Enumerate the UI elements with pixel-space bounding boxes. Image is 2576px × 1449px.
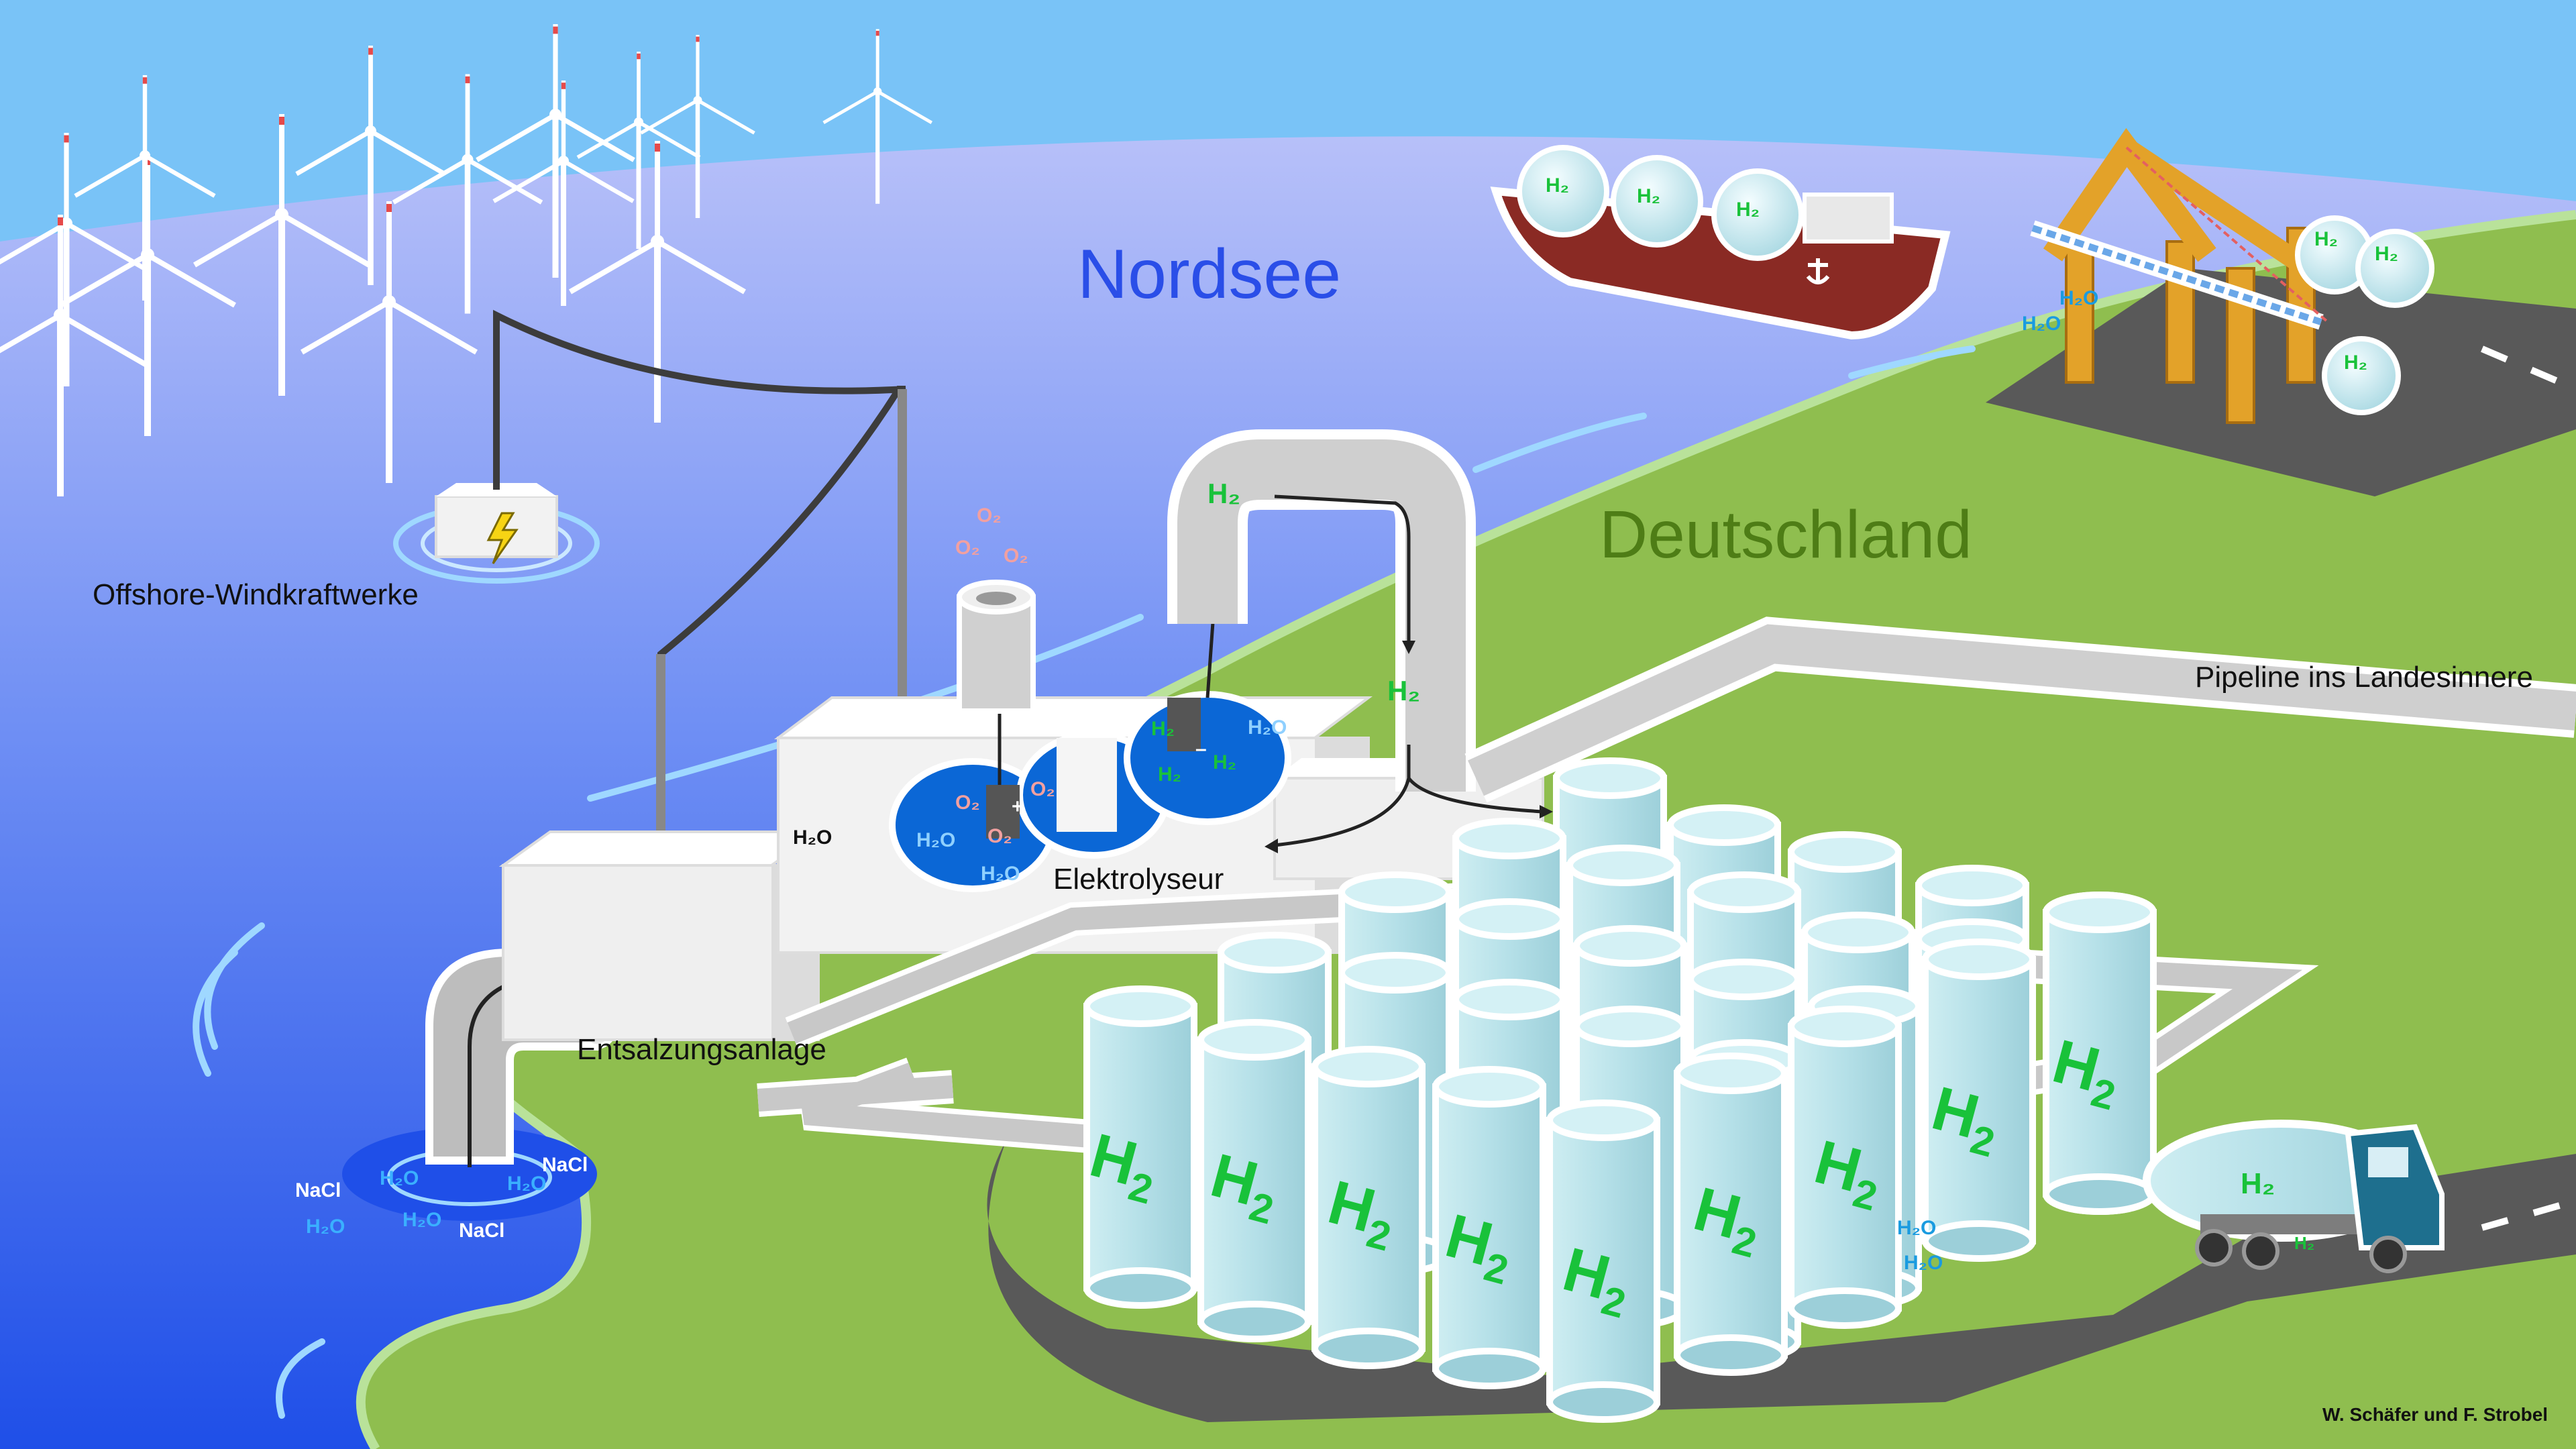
tanker-ship (1490, 145, 1951, 340)
o2-label: O₂ (1004, 545, 1028, 567)
wind-label: Offshore-Windkraftwerke (93, 578, 419, 611)
nacl-label: NaCl (542, 1154, 588, 1176)
port-spheres (2295, 215, 2434, 415)
h2o-label: H₂O (2022, 313, 2061, 335)
h2o-label: H₂O (981, 863, 1020, 885)
plus-label: + (1012, 796, 1024, 818)
h2o-label: H₂O (1248, 716, 1287, 739)
o2-label: O₂ (955, 792, 980, 814)
anchor-icon (1806, 258, 1830, 284)
anode (986, 785, 1020, 839)
h2-label: H₂ (2375, 243, 2398, 265)
h2-label: H₂ (1546, 174, 1569, 197)
h2-label: H₂ (1208, 478, 1240, 509)
electrolysis-cells (889, 547, 1291, 892)
h2-label: H₂ (2241, 1167, 2275, 1200)
h2o-label: H₂O (793, 826, 833, 849)
h2o-label: H₂O (2059, 287, 2099, 309)
pipeline-label: Pipeline ins Landesinnere (2195, 661, 2533, 694)
h2-label: H₂ (1387, 675, 1420, 706)
desalination-plant (498, 830, 823, 1041)
o2-label: O₂ (977, 504, 1002, 527)
o2-label: O₂ (987, 825, 1012, 847)
desal-label: Entsalzungsanlage (577, 1033, 826, 1066)
h2o-label: H₂O (1904, 1252, 1943, 1274)
road-marking (2481, 1197, 2576, 1231)
h2o-label: H₂O (916, 829, 956, 851)
o2-label: O₂ (955, 537, 980, 559)
membrane (1057, 738, 1117, 832)
road-port (1986, 268, 2576, 496)
lightning-icon (486, 512, 519, 564)
h2-label: H₂ (1213, 751, 1236, 773)
h2-flow-arrow (1274, 494, 1411, 644)
sea-label: Nordsee (1077, 235, 1342, 313)
h2-label: H₂ (1151, 718, 1175, 740)
h2o-label: H₂O (507, 1173, 547, 1195)
h2o-label: H₂O (380, 1167, 419, 1189)
h2-label: H₂ (1158, 763, 1181, 786)
h2-label: H₂ (1736, 199, 1760, 221)
cathode (1167, 698, 1201, 751)
h2o-label: H₂O (306, 1216, 345, 1238)
h2o-label: H₂O (402, 1209, 442, 1231)
h2-label: H₂ (2314, 228, 2338, 250)
h2-label: H₂ (2294, 1233, 2315, 1253)
nacl-label: NaCl (295, 1179, 341, 1201)
oxygen-chimney (957, 580, 1036, 714)
electrolyser-label: Elektrolyseur (1053, 863, 1224, 896)
road-storage (987, 1140, 2576, 1422)
minus-label: – (1195, 738, 1207, 760)
h2-label: H₂ (1637, 185, 1660, 207)
tanker-truck (2143, 1120, 2445, 1273)
h2-label: H₂ (2344, 352, 2367, 374)
nacl-label: NaCl (459, 1220, 505, 1242)
h2o-label: H₂O (1897, 1217, 1937, 1239)
o2-label: O₂ (1030, 778, 1055, 800)
land-label: Deutschland (1599, 497, 1972, 572)
road-marking-port (2481, 345, 2576, 392)
credit-label: W. Schäfer und F. Strobel (2322, 1404, 2548, 1425)
